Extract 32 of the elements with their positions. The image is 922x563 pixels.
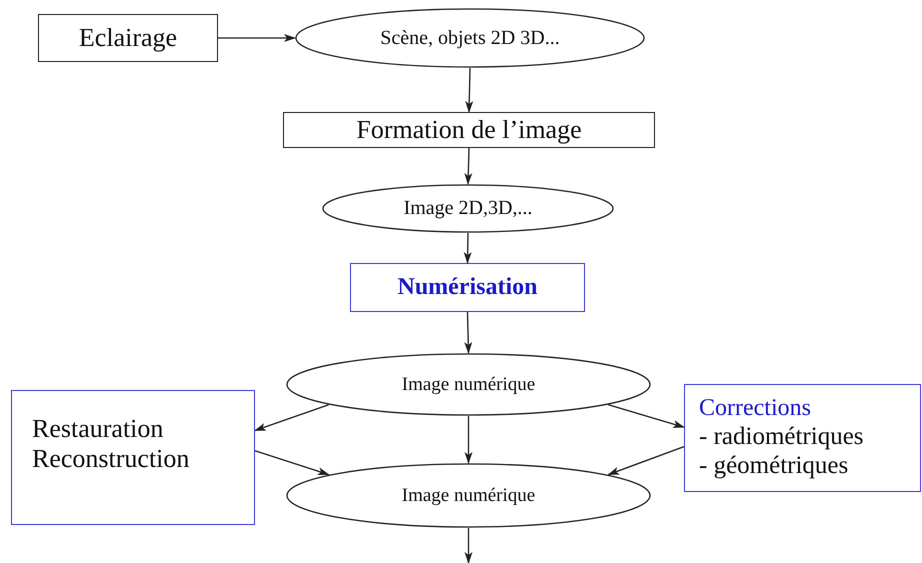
arrow: [254, 450, 330, 476]
box-label: Restauration: [32, 414, 164, 444]
process-box: [38, 14, 218, 62]
data-ellipse: [286, 353, 651, 416]
box-label: - géométriques: [699, 452, 848, 481]
process-box: [283, 112, 655, 148]
arrow: [464, 148, 472, 185]
process-box: [350, 263, 585, 312]
data-ellipse: [286, 463, 651, 528]
box-label: Reconstruction: [32, 444, 190, 474]
box-label: Formation de l’image: [356, 115, 582, 145]
box-label: Scène, objets 2D 3D...: [380, 26, 560, 50]
arrow: [254, 404, 329, 432]
arrow: [608, 404, 685, 428]
arrow: [464, 232, 472, 264]
box-label: Image numérique: [402, 374, 536, 396]
process-box: [11, 390, 255, 525]
arrow: [465, 68, 474, 113]
box-label: Image 2D,3D,...: [404, 197, 532, 220]
data-ellipse: [322, 184, 614, 233]
arrow: [464, 416, 472, 464]
arrow: [464, 528, 472, 563]
arrow: [218, 34, 296, 42]
box-label: Image numérique: [402, 484, 536, 506]
data-ellipse: [295, 8, 645, 68]
box-label: Eclairage: [78, 23, 178, 53]
arrow: [464, 312, 472, 354]
process-box: [684, 384, 921, 492]
box-label: - radiométriques: [699, 423, 864, 452]
box-label: Numérisation: [398, 274, 538, 302]
box-heading: Corrections: [699, 395, 811, 424]
arrow: [607, 446, 684, 476]
